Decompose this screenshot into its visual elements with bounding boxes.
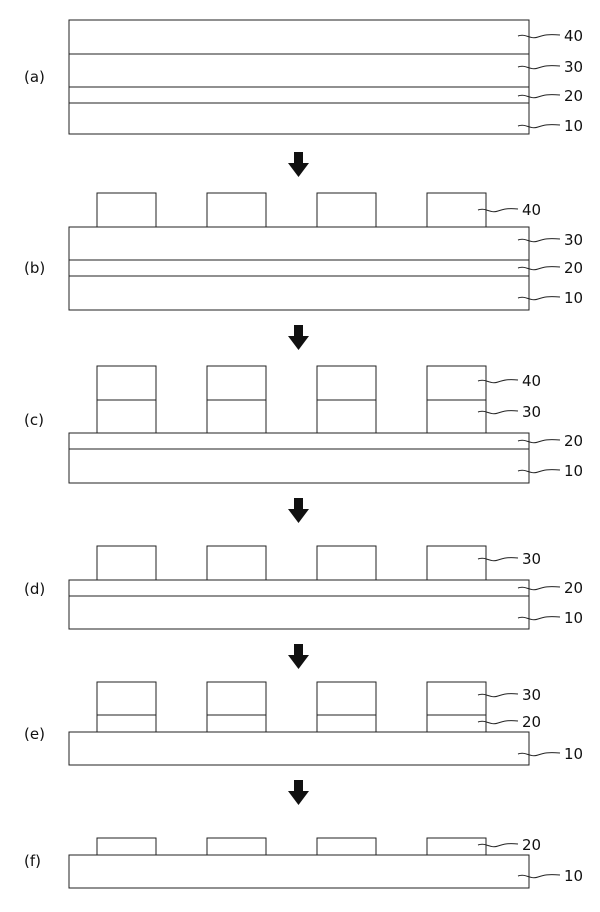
pattern-30-e-2 <box>206 681 267 716</box>
layer-10-d <box>68 595 530 630</box>
ref-10-e: 10 <box>564 745 583 763</box>
pattern-30-d-2 <box>206 545 267 581</box>
pattern-30-c-3 <box>316 399 377 434</box>
pattern-40-c-3 <box>316 365 377 401</box>
leader-40-c <box>477 379 519 384</box>
ref-20-a: 20 <box>564 87 583 105</box>
ref-30-a: 30 <box>564 58 583 76</box>
pattern-40-b-4 <box>426 192 487 228</box>
pattern-40-b-2 <box>206 192 267 228</box>
leader-30-d <box>477 557 519 562</box>
ref-10-d: 10 <box>564 609 583 627</box>
leader-30-c <box>477 410 519 415</box>
pattern-20-e-3 <box>316 714 377 733</box>
pattern-40-b-3 <box>316 192 377 228</box>
ref-20-d: 20 <box>564 579 583 597</box>
layer-30-b <box>68 226 530 261</box>
ref-10-b: 10 <box>564 289 583 307</box>
arrow-down-icon <box>288 644 309 669</box>
step-f: (f) 20 10 <box>24 836 583 889</box>
step-d: (d) 30 20 10 <box>24 545 583 630</box>
layer-20-b <box>68 259 530 277</box>
ref-20-e: 20 <box>522 713 541 731</box>
pattern-40-c-2 <box>206 365 267 401</box>
leader-30-a <box>517 65 561 70</box>
pattern-30-c-1 <box>96 399 157 434</box>
leader-20-a <box>517 94 561 99</box>
ref-10-a: 10 <box>564 117 583 135</box>
pattern-30-c-4 <box>426 399 487 434</box>
leader-10-c <box>517 469 561 474</box>
step-e: (e) 30 20 10 <box>24 681 583 766</box>
pattern-40-c-4 <box>426 365 487 401</box>
step-label-e: (e) <box>24 725 45 743</box>
leader-20-b <box>517 266 561 271</box>
ref-40-b: 40 <box>522 201 541 219</box>
step-label-c: (c) <box>24 411 44 429</box>
pattern-20-e-4 <box>426 714 487 733</box>
pattern-40-c-1 <box>96 365 157 401</box>
ref-40-a: 40 <box>564 27 583 45</box>
pattern-20-f-1 <box>96 837 157 856</box>
pattern-30-e-3 <box>316 681 377 716</box>
leader-40-a <box>517 34 561 39</box>
step-label-a: (a) <box>24 68 45 86</box>
ref-30-d: 30 <box>522 550 541 568</box>
pattern-30-e-4 <box>426 681 487 716</box>
arrow-down-icon <box>288 498 309 523</box>
step-label-d: (d) <box>24 580 45 598</box>
layer-20-c <box>68 432 530 450</box>
pattern-30-c-2 <box>206 399 267 434</box>
step-c: (c) 40 30 20 10 <box>24 365 583 484</box>
leader-20-f <box>477 843 519 848</box>
step-a: (a) 40 30 20 10 <box>24 19 583 135</box>
leader-40-b <box>477 208 519 213</box>
step-b: (b) 40 30 20 10 <box>24 192 583 311</box>
leader-30-e <box>477 693 519 698</box>
pattern-20-f-2 <box>206 837 267 856</box>
ref-10-f: 10 <box>564 867 583 885</box>
ref-20-f: 20 <box>522 836 541 854</box>
ref-30-c: 30 <box>522 403 541 421</box>
layer-30-a <box>68 53 530 88</box>
layer-10-f <box>68 854 530 889</box>
layer-10-b <box>68 275 530 311</box>
pattern-30-d-3 <box>316 545 377 581</box>
ref-20-c: 20 <box>564 432 583 450</box>
pattern-30-d-4 <box>426 545 487 581</box>
pattern-20-f-3 <box>316 837 377 856</box>
pattern-30-d-1 <box>96 545 157 581</box>
step-label-f: (f) <box>24 852 41 870</box>
layer-20-a <box>68 86 530 104</box>
step-label-b: (b) <box>24 259 45 277</box>
leader-10-b <box>517 296 561 301</box>
ref-10-c: 10 <box>564 462 583 480</box>
arrow-down-icon <box>288 152 309 177</box>
ref-40-c: 40 <box>522 372 541 390</box>
ref-20-b: 20 <box>564 259 583 277</box>
layer-10-e <box>68 731 530 766</box>
leader-10-e <box>517 752 561 757</box>
pattern-20-f-4 <box>426 837 487 856</box>
ref-30-e: 30 <box>522 686 541 704</box>
layer-20-d <box>68 579 530 597</box>
leader-20-d <box>517 586 561 591</box>
pattern-30-e-1 <box>96 681 157 716</box>
layer-10-a <box>68 102 530 135</box>
pattern-20-e-2 <box>206 714 267 733</box>
leader-10-f <box>517 874 561 879</box>
pattern-20-e-1 <box>96 714 157 733</box>
pattern-40-b-1 <box>96 192 157 228</box>
layer-40-a <box>68 19 530 55</box>
leader-10-a <box>517 124 561 129</box>
arrow-down-icon <box>288 325 309 350</box>
arrow-down-icon <box>288 780 309 805</box>
ref-30-b: 30 <box>564 231 583 249</box>
leader-20-e <box>477 720 519 725</box>
leader-10-d <box>517 616 561 621</box>
leader-30-b <box>517 238 561 243</box>
leader-20-c <box>517 439 561 444</box>
layer-10-c <box>68 448 530 484</box>
